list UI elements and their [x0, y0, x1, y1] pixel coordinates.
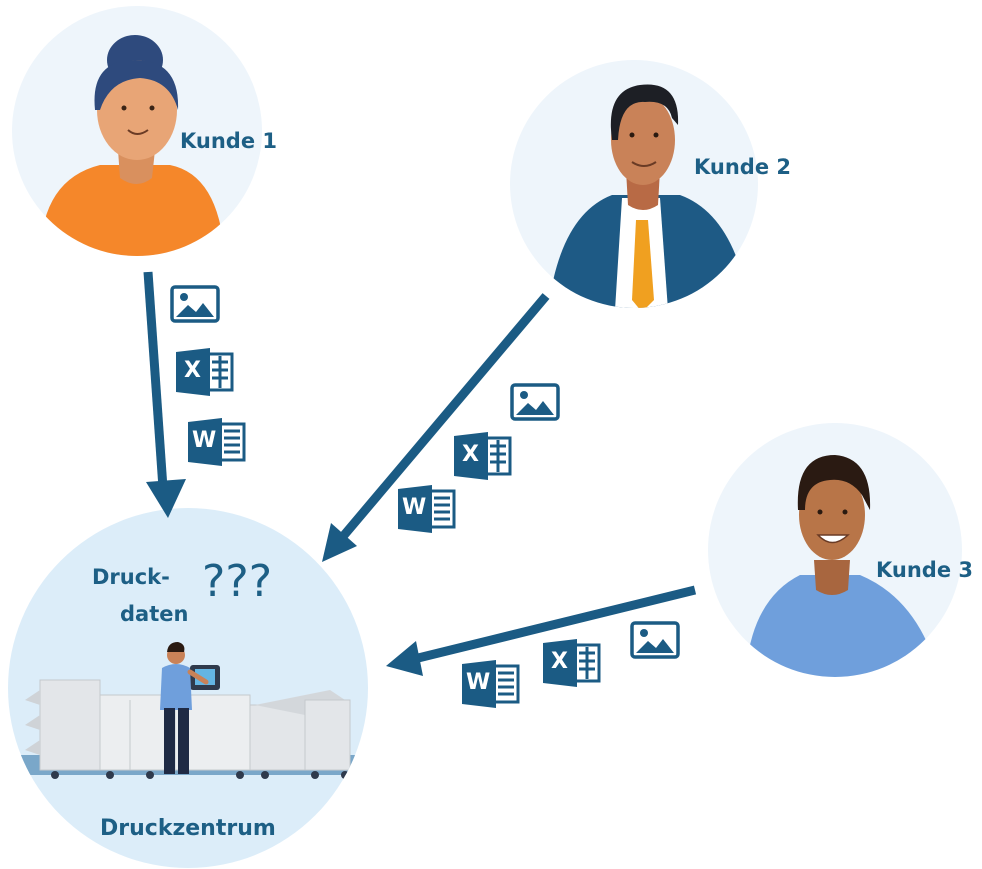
customer-1-avatar	[40, 35, 225, 256]
kunde-2-label: Kunde 2	[694, 155, 792, 179]
word-file-icon: W	[462, 660, 522, 708]
arrow-kunde-3	[408, 585, 697, 665]
customer-2-avatar	[548, 84, 750, 308]
print-machines	[20, 642, 360, 779]
arrowhead-kunde-1	[146, 479, 186, 518]
word-letter: W	[466, 670, 491, 695]
image-file-icon	[170, 285, 220, 323]
druckdaten-label-line1: Druck-	[92, 565, 170, 589]
word-letter: W	[402, 495, 427, 520]
druckzentrum-label: Druckzentrum	[100, 816, 276, 841]
excel-file-icon: X	[543, 639, 603, 687]
image-file-icon	[630, 621, 680, 659]
customer-3-avatar	[745, 455, 940, 677]
arrow-kunde-2	[336, 293, 550, 543]
excel-letter: X	[462, 442, 479, 467]
image-file-icon	[510, 383, 560, 421]
arrowhead-kunde-2	[322, 523, 357, 562]
word-letter: W	[192, 428, 217, 453]
arrow-kunde-1	[143, 271, 168, 489]
excel-file-icon: X	[176, 348, 236, 396]
question-marks: ???	[202, 556, 273, 607]
excel-letter: X	[551, 649, 568, 674]
arrowhead-kunde-3	[386, 641, 423, 676]
kunde-3-label: Kunde 3	[876, 558, 974, 582]
kunde-1-label: Kunde 1	[180, 129, 278, 153]
excel-letter: X	[184, 358, 201, 383]
word-file-icon: W	[398, 485, 458, 533]
excel-file-icon: X	[454, 432, 514, 480]
druckdaten-label-line2: daten	[120, 602, 189, 626]
word-file-icon: W	[188, 418, 248, 466]
arrows	[143, 271, 697, 676]
